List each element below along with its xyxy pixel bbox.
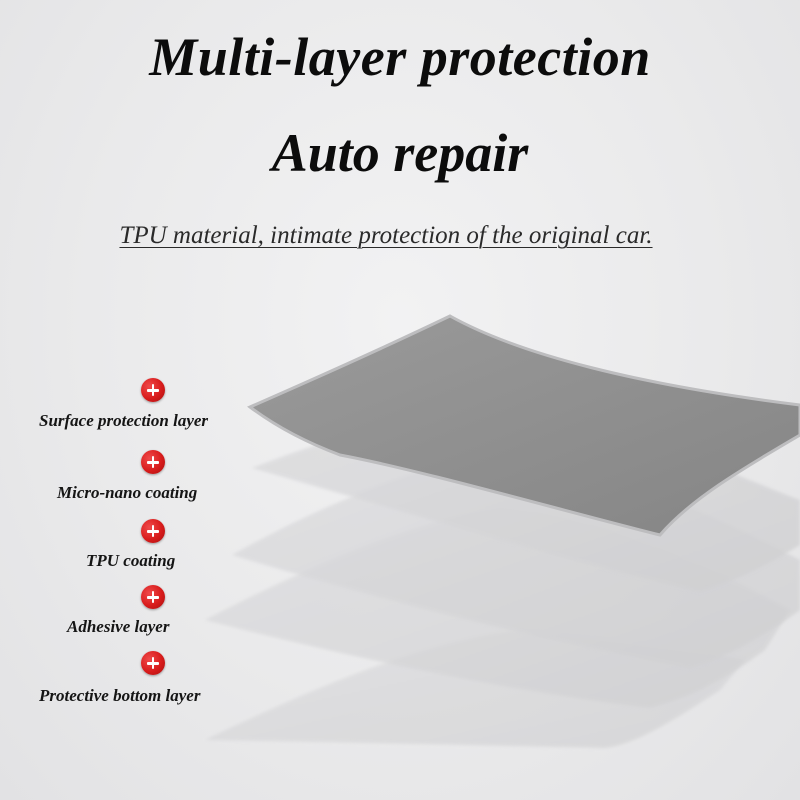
layer-label: TPU coating [86, 551, 176, 570]
headline-line-2: Auto repair [271, 123, 529, 183]
plus-icon [141, 378, 165, 402]
layer-label: Micro-nano coating [57, 483, 198, 502]
layer-label: Surface protection layer [39, 411, 209, 430]
layer-sheet-top [247, 314, 800, 537]
layer-label: Adhesive layer [67, 617, 170, 636]
plus-icon [141, 450, 165, 474]
subtitle: TPU material, intimate protection of the… [119, 222, 653, 249]
plus-icon [141, 651, 165, 675]
headline-line-1: Multi-layer protection [149, 27, 651, 87]
layer-label: Protective bottom layer [39, 686, 201, 705]
plus-icon [141, 519, 165, 543]
plus-icon [141, 585, 165, 609]
